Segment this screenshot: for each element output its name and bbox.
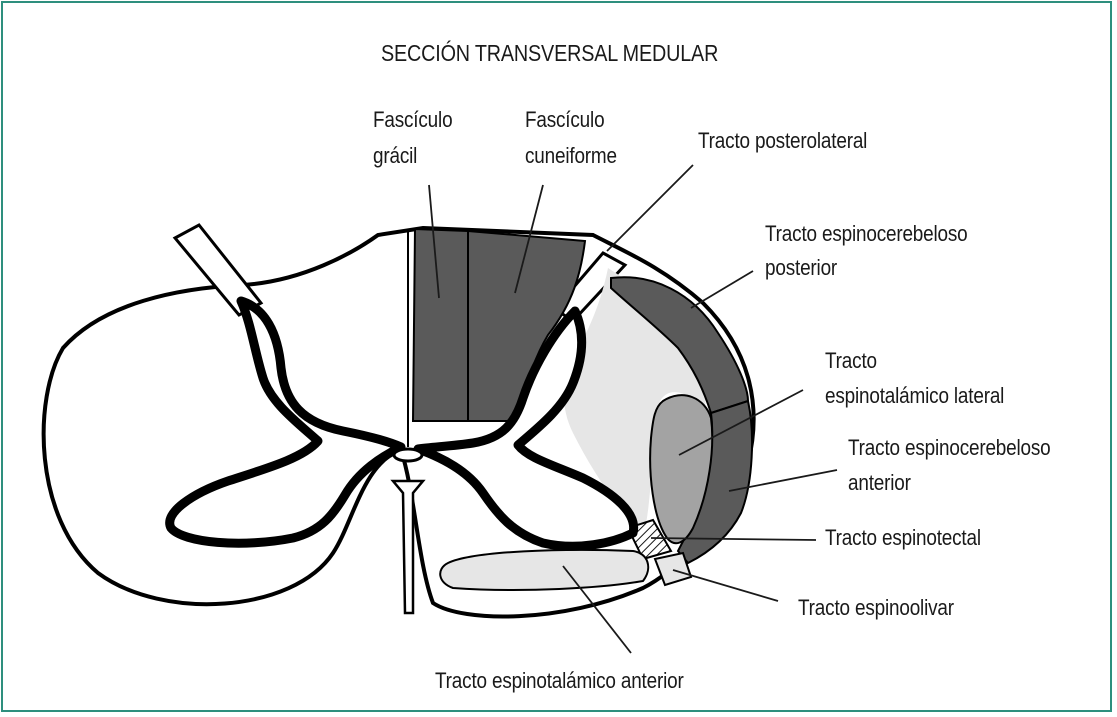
leader-espinoolivar (673, 570, 778, 601)
label-espinocerebeloso-anterior-line2: anterior (848, 470, 911, 496)
label-espinotalamico-anterior: Tracto espinotalámico anterior (435, 668, 684, 694)
espinoolivar-region (655, 553, 691, 585)
leader-tracto-posterolateral (607, 165, 693, 251)
label-fasciculo-cuneiforme-line1: Fascículo (525, 107, 604, 133)
label-espinocerebeloso-anterior-line1: Tracto espinocerebeloso (848, 435, 1051, 461)
label-espinocerebeloso-posterior-line1: Tracto espinocerebeloso (765, 221, 968, 247)
label-espinoolivar: Tracto espinoolivar (798, 595, 954, 621)
label-espinotalamico-lateral-line2: espinotalámico lateral (825, 383, 1004, 409)
label-fasciculo-gracil-line1: Fascículo (373, 107, 452, 133)
label-fasciculo-gracil-line2: grácil (373, 143, 417, 169)
label-espinotalamico-lateral-line1: Tracto (825, 348, 877, 374)
diagram-title: SECCIÓN TRANSVERSAL MEDULAR (381, 40, 718, 66)
label-fasciculo-cuneiforme-line2: cuneiforme (525, 143, 617, 169)
leader-espinocerebeloso-posterior (691, 271, 753, 308)
central-canal (394, 449, 422, 461)
label-tracto-posterolateral: Tracto posterolateral (698, 128, 867, 154)
espinotalamico-anterior-region (440, 550, 648, 590)
label-espinotectal: Tracto espinotectal (825, 525, 981, 551)
fasciculo-gracil-region (413, 229, 468, 421)
label-espinocerebeloso-posterior-line2: posterior (765, 255, 837, 281)
